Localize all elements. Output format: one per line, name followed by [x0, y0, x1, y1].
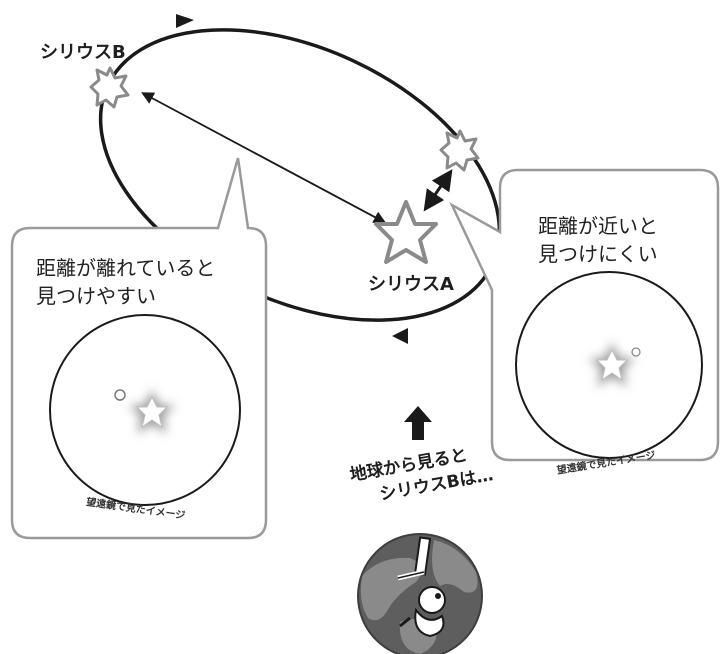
- orbit-direction-arrow-bottom: [392, 328, 408, 344]
- sirius-a-label: シリウスA: [368, 274, 454, 295]
- star-icon: [374, 200, 438, 264]
- bubble-left: [10, 157, 268, 540]
- telescope-icon: [397, 536, 446, 638]
- bubble-right-line2: 見つけにくい: [538, 242, 658, 266]
- star-icon: [89, 66, 130, 109]
- sirius-b-label: シリウスB: [40, 42, 126, 63]
- distance-arrow-near: [423, 169, 453, 212]
- sirius-b-dot-left: [114, 389, 126, 401]
- star-icon: [439, 129, 480, 172]
- bubble-right-text: 距離が近いと 見つけにくい: [538, 212, 658, 268]
- bubble-left-text: 距離が離れていると 見つけやすい: [36, 254, 215, 310]
- bubble-left-line2: 見つけやすい: [36, 284, 156, 308]
- up-arrow-icon: [404, 406, 432, 440]
- star-icon: [129, 389, 175, 434]
- star-icon: [589, 342, 635, 387]
- bubble-left-line1: 距離が離れていると: [36, 256, 216, 280]
- bubble-right-line1: 距離が近いと: [538, 214, 658, 238]
- distance-arrow-far: [141, 92, 387, 224]
- orbit-direction-arrow-top: [176, 14, 194, 28]
- sirius-b-dot-right: [631, 347, 641, 357]
